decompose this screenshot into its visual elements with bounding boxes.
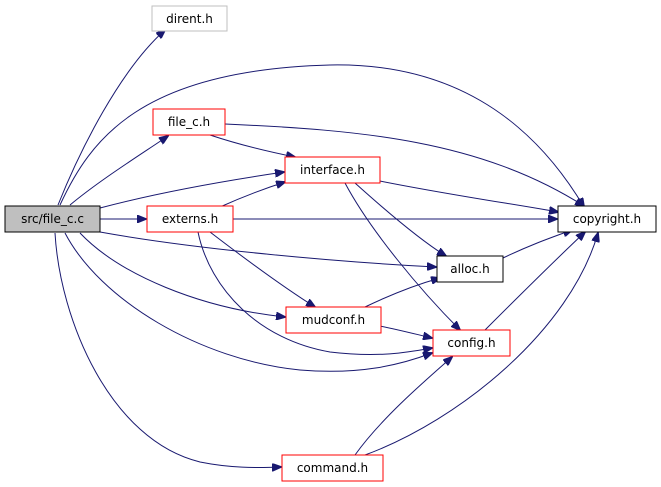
node-label: file_c.h bbox=[168, 115, 210, 129]
node-src-file-c-c[interactable]: src/file_c.c bbox=[4, 205, 101, 233]
nodes: src/file_c.c dirent.h file_c.h interface… bbox=[4, 5, 657, 482]
node-label: mudconf.h bbox=[302, 313, 365, 327]
edge-interface-to-config bbox=[344, 182, 460, 330]
edges bbox=[54, 30, 598, 467]
node-mudconf-h[interactable]: mudconf.h bbox=[285, 306, 382, 334]
edge-externs-to-mudconf bbox=[209, 231, 315, 307]
edge-config-to-copyright bbox=[484, 232, 585, 331]
edge-src-to-copyright bbox=[59, 64, 584, 207]
node-label: interface.h bbox=[300, 163, 365, 177]
edge-interface-to-alloc bbox=[354, 182, 446, 256]
node-file-c-h[interactable]: file_c.h bbox=[152, 108, 226, 136]
edge-src-to-alloc bbox=[99, 231, 436, 267]
edge-src-to-mudconf bbox=[79, 232, 285, 317]
edge-command-to-copyright bbox=[364, 233, 598, 456]
node-label: externs.h bbox=[162, 212, 218, 226]
edge-command-to-config bbox=[354, 357, 452, 456]
edge-src-to-config bbox=[64, 232, 432, 372]
node-externs-h[interactable]: externs.h bbox=[146, 205, 234, 233]
edge-externs-to-interface bbox=[219, 182, 285, 208]
edge-mudconf-to-alloc bbox=[364, 278, 440, 308]
edge-file-c-h-to-copyright bbox=[224, 123, 584, 206]
node-alloc-h[interactable]: alloc.h bbox=[436, 255, 504, 283]
edge-mudconf-to-config bbox=[379, 325, 432, 338]
node-copyright-h[interactable]: copyright.h bbox=[557, 205, 657, 233]
edge-src-to-dirent bbox=[57, 30, 165, 206]
node-label: alloc.h bbox=[450, 262, 489, 276]
edge-src-to-command bbox=[54, 232, 281, 467]
edge-externs-to-config bbox=[197, 231, 432, 356]
node-config-h[interactable]: config.h bbox=[432, 329, 511, 357]
node-label: src/file_c.c bbox=[21, 212, 84, 226]
edge-interface-to-copyright bbox=[379, 180, 558, 212]
edge-src-to-file-c-h bbox=[69, 136, 168, 206]
node-label: dirent.h bbox=[166, 12, 213, 26]
edge-src-to-interface bbox=[99, 172, 284, 209]
node-label: command.h bbox=[297, 461, 368, 475]
node-command-h[interactable]: command.h bbox=[281, 454, 384, 482]
edge-file-c-h-to-interface bbox=[209, 134, 295, 157]
node-dirent-h[interactable]: dirent.h bbox=[151, 5, 228, 32]
node-label: copyright.h bbox=[573, 212, 641, 226]
node-interface-h[interactable]: interface.h bbox=[284, 156, 381, 184]
node-label: config.h bbox=[447, 336, 495, 350]
